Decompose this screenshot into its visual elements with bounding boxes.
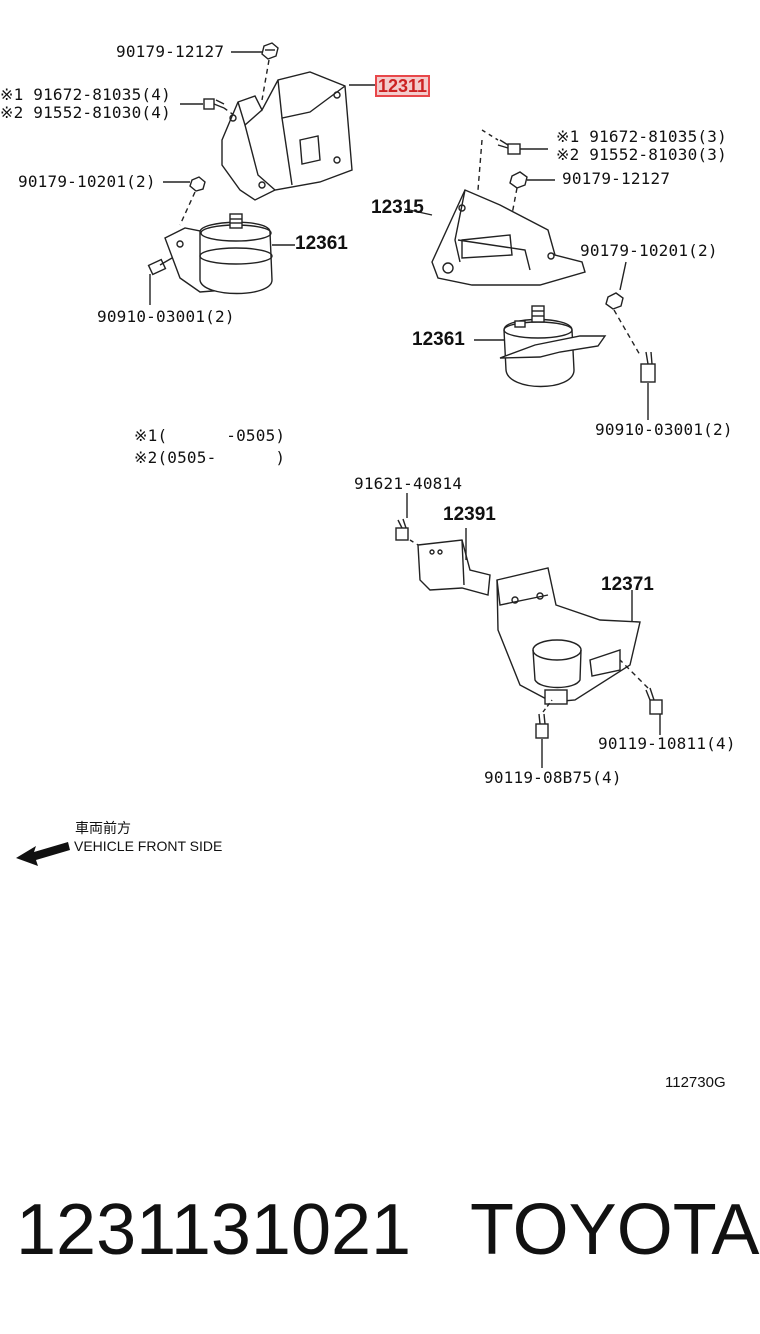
label-90179-10201-left: 90179-10201(2) [18,172,156,191]
bracket-12391 [417,539,491,596]
label-12315: 12315 [371,197,424,218]
label-12391: 12391 [443,504,496,525]
nut-right [509,171,528,189]
bolt-left-mount [147,257,173,276]
label-91672-81035-left: ※1 91672-81035(4) [0,85,171,104]
label-12361-right: 12361 [412,329,465,350]
label-90910-03001-left: 90910-03001(2) [97,307,235,326]
bracket-12315 [431,189,586,286]
label-12361-left: 12361 [295,233,348,254]
nut-right-2 [605,292,624,310]
bolt-right-mount [640,351,656,383]
label-91552-81030-right: ※2 91552-81030(3) [556,145,727,164]
note-2: ※2(0505- ) [134,448,286,467]
label-90179-12127-top: 90179-12127 [116,42,225,61]
label-90179-12127-right: 90179-12127 [562,169,671,188]
nut-top-left [261,42,279,60]
bracket-12311 [221,71,353,201]
label-12371: 12371 [601,574,654,595]
diagram-code: 112730G [665,1074,726,1091]
direction-label-jp: 車両前方 [75,820,131,836]
label-91552-81030-left: ※2 91552-81030(4) [0,103,171,122]
label-90119-10811: 90119-10811(4) [598,734,736,753]
mount-12361-left [164,213,273,295]
bolt-left [203,98,225,110]
bolt-90119-08B75 [535,713,549,739]
direction-label-en: VEHICLE FRONT SIDE [74,838,223,854]
label-90119-08B75: 90119-08B75(4) [484,768,622,787]
note-1: ※1( -0505) [134,426,286,445]
bolt-90119-10811 [645,687,663,715]
nut-left-2 [189,176,206,192]
bracket-12371 [496,567,641,705]
label-90179-10201-right: 90179-10201(2) [580,241,718,260]
front-direction-arrow-icon [16,842,70,866]
label-90910-03001-right: 90910-03001(2) [595,420,733,439]
footer-brand: TOYOTA [470,1190,760,1270]
footer-part-number: 1231131021 [16,1190,412,1270]
label-12311-highlight[interactable]: 12311 [375,75,431,97]
bolt-91621 [395,518,409,541]
bolt-right [497,139,521,155]
mount-12361-right [499,305,607,388]
label-91621-40814: 91621-40814 [354,474,463,493]
label-91672-81035-right: ※1 91672-81035(3) [556,127,727,146]
